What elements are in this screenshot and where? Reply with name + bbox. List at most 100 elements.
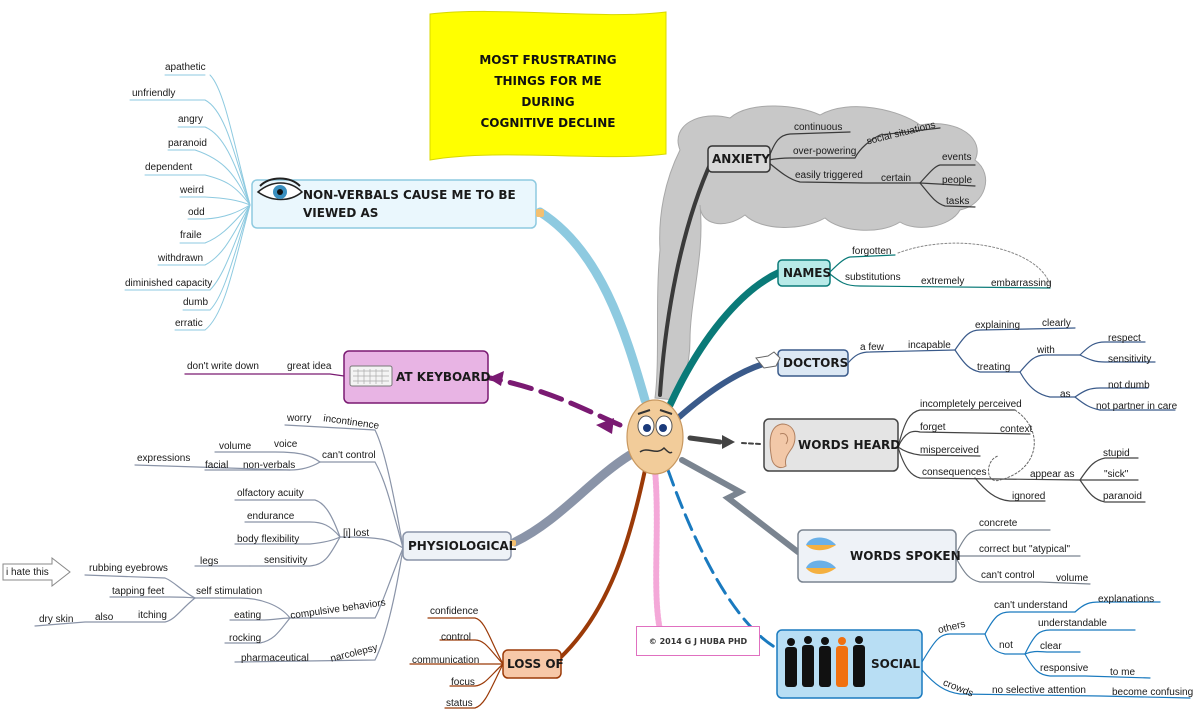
nonverbals-item: fraile <box>180 230 202 241</box>
topic-lossof-label: LOSS OF <box>507 657 564 671</box>
phys-rocking: rocking <box>229 633 262 644</box>
social-not: not <box>999 640 1013 651</box>
people-icon <box>785 636 865 687</box>
topic-names-box[interactable] <box>777 259 831 287</box>
names-embarrassing: embarrassing <box>991 278 1052 289</box>
branch-social <box>666 468 782 652</box>
i-hate-this-arrow <box>2 556 71 588</box>
branch-copyright <box>652 467 663 633</box>
wordsheard-paranoid: paranoid <box>1103 491 1142 502</box>
anxiety-people: people <box>942 175 973 186</box>
anxiety-cloud <box>654 105 987 401</box>
topic-nonverbals-line2: VIEWED AS <box>303 206 379 220</box>
phys-tapping: tapping feet <box>112 586 165 597</box>
eye-icon <box>256 177 304 201</box>
speech-arrows-icon <box>806 537 836 574</box>
keyboard-icon <box>349 365 393 387</box>
wordsheard-dotted <box>988 409 1035 482</box>
phys-expressions: expressions <box>137 453 191 464</box>
wordsspoken-concrete: concrete <box>979 518 1018 529</box>
physiological-sub <box>34 424 404 663</box>
phys-lost-item: endurance <box>247 511 295 522</box>
branch-wordsheard <box>687 435 723 445</box>
lossof-item: communication <box>412 655 480 666</box>
wordsspoken-volume: volume <box>1056 573 1089 584</box>
branch-doctors <box>675 359 773 421</box>
social-no-selective: no selective attention <box>992 685 1086 696</box>
nonverbals-item: erratic <box>175 318 203 329</box>
nonverbals-item: dependent <box>145 162 193 173</box>
topic-physiological-box[interactable] <box>402 531 512 561</box>
topic-anxiety-label: ANXIETY <box>712 152 771 166</box>
topic-doctors-label: DOCTORS <box>783 356 849 370</box>
title-text: MOST FRUSTRATING THINGS FOR ME DURING CO… <box>430 50 666 134</box>
topic-social-label: SOCIAL <box>871 657 921 671</box>
branch-wordsspoken <box>679 457 801 555</box>
anxiety-easily-triggered: easily triggered <box>795 170 863 181</box>
anxiety-continuous: continuous <box>794 122 843 133</box>
branch-physiological <box>510 450 635 547</box>
phys-dry-skin: dry skin <box>39 614 74 625</box>
title-banner <box>429 10 667 161</box>
keyboard-dont-write: don't write down <box>187 361 259 372</box>
anxiety-overpowering: over-powering <box>793 146 857 157</box>
physiological-connector <box>510 540 516 546</box>
topic-nonverbals-box[interactable] <box>251 179 537 229</box>
topic-keyboard-box[interactable] <box>343 350 489 404</box>
phys-also: also <box>95 612 114 623</box>
wordsheard-stupid: stupid <box>1103 448 1130 459</box>
names-sub <box>829 254 1051 289</box>
anxiety-certain: certain <box>881 173 912 184</box>
wordsheard-consequences: consequences <box>922 467 987 478</box>
branch-names <box>666 268 784 409</box>
topic-keyboard-label: AT KEYBOARD <box>396 370 491 384</box>
phys-lost-item: olfactory acuity <box>237 488 304 499</box>
topic-wordsheard-label: WORDS HEARD <box>798 438 901 452</box>
doctors-explaining: explaining <box>975 320 1021 331</box>
nonverbals-connector <box>536 209 544 217</box>
doctors-not-dumb: not dumb <box>1108 380 1150 391</box>
doctors-with: with <box>1037 345 1055 356</box>
topic-wordsheard-box[interactable] <box>763 418 899 472</box>
nonverbals-item: apathetic <box>165 62 206 73</box>
phys-legs: legs <box>200 556 219 567</box>
copyright-note: © 2014 G J HUBA PHD <box>636 626 760 656</box>
doctors-sub <box>847 327 1176 411</box>
wordsheard-context: context <box>1000 424 1033 435</box>
topic-anxiety-box[interactable] <box>707 145 771 173</box>
social-cant-understand: can't understand <box>994 600 1068 611</box>
wordsheard-ignored: ignored <box>1012 491 1046 502</box>
doctors-as: as <box>1060 389 1071 400</box>
nonverbals-item: diminished capacity <box>125 278 213 289</box>
phys-facial: facial <box>205 460 229 471</box>
names-forgotten: forgotten <box>852 246 892 257</box>
anxiety-events: events <box>942 152 972 163</box>
topic-lossof-box[interactable] <box>502 649 562 679</box>
phys-itching: itching <box>138 610 167 621</box>
lossof-item: confidence <box>430 606 479 617</box>
phys-pharmaceutical: pharmaceutical <box>241 653 309 664</box>
names-substitutions: substitutions <box>845 272 901 283</box>
phys-eating: eating <box>234 610 262 621</box>
doctors-not-partner: not partner in care <box>1096 401 1178 412</box>
social-understandable: understandable <box>1038 618 1107 629</box>
social-responsive: responsive <box>1040 663 1089 674</box>
social-to-me: to me <box>1110 667 1136 678</box>
wordsspoken-sub <box>954 529 1091 585</box>
title-line-1: MOST FRUSTRATING <box>479 53 617 67</box>
branch-keyboard <box>487 375 623 428</box>
central-face <box>626 399 684 475</box>
nonverbals-item: withdrawn <box>158 253 204 264</box>
topic-names-label: NAMES <box>783 266 832 280</box>
keyboard-arrowhead-2 <box>596 418 614 434</box>
names-extremely: extremely <box>921 276 965 287</box>
title-line-2: THINGS FOR ME <box>494 74 602 88</box>
nonverbals-item: weird <box>180 185 204 196</box>
keyboard-arrowhead <box>488 371 504 386</box>
doctors-respect: respect <box>1108 333 1141 344</box>
phys-volume: volume <box>219 441 252 452</box>
topic-wordsspoken-box[interactable] <box>797 529 957 583</box>
names-dotted-link <box>897 242 1051 286</box>
wordsheard-sub <box>897 409 1146 503</box>
title-line-4: COGNITIVE DECLINE <box>480 116 616 130</box>
